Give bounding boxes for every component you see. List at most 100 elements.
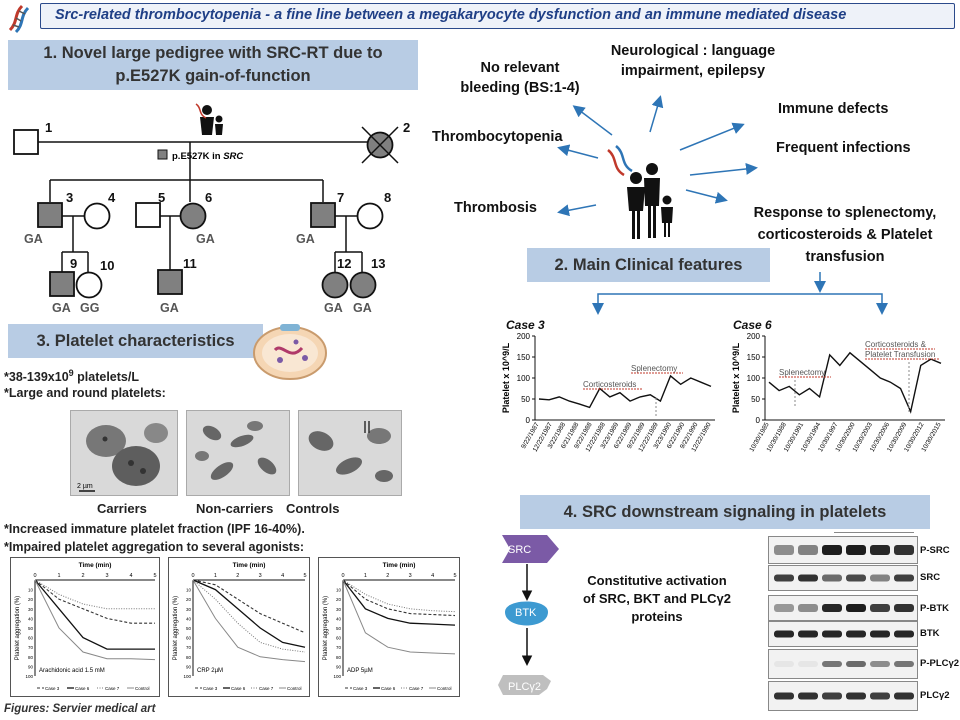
- case6-annotation: Platelet Transfusion: [865, 350, 935, 359]
- agg-aa-agonist-label: Arachidonic acid 1.5 mM: [39, 668, 105, 674]
- blot-label-src: SRC: [920, 572, 941, 583]
- blot-band: [846, 545, 866, 555]
- blot-band: [774, 692, 794, 700]
- blot-label-btk: BTK: [920, 628, 940, 639]
- agg-adp-series-2: [342, 579, 456, 613]
- agg-aa-legend-label: Case 7: [105, 686, 120, 691]
- section2-heading: 2. Main Clinical features: [527, 248, 770, 282]
- case3-ytick-label: 50: [521, 395, 530, 404]
- agg-aa-xtick-label: 0: [33, 573, 36, 579]
- individual-10-genotype: GG: [80, 301, 99, 315]
- feature-immune: Immune defects: [778, 101, 889, 117]
- individual-7-genotype: GA: [296, 232, 315, 246]
- agg-aa-ytick-label: 30: [28, 607, 34, 612]
- platelet-count-suffix: platelets/L: [73, 370, 139, 385]
- agg-adp-agonist-label: ADP 5µM: [347, 668, 373, 674]
- individual-11: [157, 269, 183, 295]
- blot-band: [798, 630, 818, 638]
- agg-adp-legend-label: Case 7: [409, 686, 424, 691]
- agg-adp-ytick-label: 10: [336, 588, 342, 593]
- feature-neuro-line1: Neurological : language: [610, 43, 776, 59]
- micrograph-carriers: 2 µm: [70, 410, 178, 496]
- feature-response-line3: transfusion: [805, 249, 885, 265]
- individual-3: [37, 202, 63, 228]
- individual-7-id: 7: [337, 190, 344, 205]
- agg-aa-ytick-label: 90: [28, 664, 34, 669]
- agg-adp-ytick-label: 100: [333, 674, 341, 679]
- footer-credit: Figures: Servier medical art: [4, 703, 156, 715]
- feature-thrombosis: Thrombosis: [454, 200, 537, 216]
- individual-9-id: 9: [70, 256, 77, 271]
- agg-crp-ylabel: Platelet aggregation (%): [173, 596, 179, 660]
- agg-adp-legend-label: Control: [437, 686, 452, 691]
- case6-annotation: Corticosteroids &: [865, 340, 927, 349]
- agg-aa-xtick-label: 3: [105, 573, 108, 579]
- blot-row-p-plcg2: [768, 649, 918, 679]
- individual-10: [75, 271, 103, 299]
- agg-crp-legend-label: Case 7: [259, 686, 274, 691]
- individual-1: [13, 129, 39, 155]
- agg-aa-series-3: [34, 579, 156, 661]
- blot-band: [798, 604, 818, 612]
- blot-band: [822, 604, 842, 612]
- feature-neurological: Neurological : language impairment, epil…: [598, 41, 788, 81]
- individual-9-genotype: GA: [52, 301, 71, 315]
- individual-4: [83, 202, 111, 230]
- feature-no-bleeding: No relevant bleeding (BS:1-4): [445, 58, 595, 98]
- micro-label-controls: Controls: [286, 501, 340, 516]
- agg-aa-series-1: [34, 579, 155, 650]
- micrograph-controls: [298, 410, 402, 496]
- agg-aa-xtick-label: 1: [57, 573, 60, 579]
- family-center-icon: [607, 145, 673, 239]
- blot-band: [870, 630, 890, 638]
- platelet-count-sup: 9: [68, 368, 74, 378]
- western-blot: P-SRC SRC P-BTK BTK P-PLCγ2 PLCγ2: [764, 532, 960, 717]
- individual-12-genotype: GA: [324, 301, 343, 315]
- blot-band: [846, 661, 866, 667]
- individual-6: [179, 202, 207, 230]
- agg-crp-legend-label: Control: [287, 686, 302, 691]
- feature-no-bleeding-line1: No relevant: [480, 60, 560, 76]
- case3-annotation: Splenectomy: [631, 364, 677, 373]
- chart-connector: [592, 272, 888, 315]
- pathway-btk-label: BTK: [515, 607, 537, 619]
- page-title: Src-related thrombocytopenia - a fine li…: [40, 3, 955, 29]
- individual-13-id: 13: [371, 256, 385, 271]
- case6-title: Case 6: [733, 318, 772, 332]
- micrograph-non-carriers: [186, 410, 290, 496]
- blot-band: [798, 692, 818, 700]
- activation-statement-line1: Constitutive activation: [587, 573, 727, 588]
- agg-adp-ylabel: Platelet aggregation (%): [323, 596, 329, 660]
- agg-crp-series-1: [192, 579, 306, 648]
- individual-10-id: 10: [100, 258, 114, 273]
- agg-aa-title: Time (min): [79, 562, 112, 569]
- blot-band: [894, 692, 914, 700]
- case6-series-line: [768, 351, 942, 414]
- blot-band: [774, 661, 794, 667]
- agg-aa-series-2: [34, 579, 155, 610]
- feature-neuro-line2: impairment, epilepsy: [620, 63, 766, 79]
- agg-crp-series-0: [192, 579, 306, 634]
- agg-crp-title: Time (min): [233, 562, 266, 569]
- section1-heading-line2: p.E527K gain-of-function: [115, 67, 311, 85]
- case3-annotation: Corticosteroids: [583, 380, 636, 389]
- clinical-arrows: [557, 95, 758, 239]
- case3-ytick-label: 200: [517, 332, 531, 341]
- individual-6-genotype: GA: [196, 232, 215, 246]
- agg-adp-xtick-label: 1: [364, 573, 367, 579]
- individual-13-genotype: GA: [353, 301, 372, 315]
- agg-crp-xtick-label: 2: [236, 573, 239, 579]
- agg-crp-ytick-label: 20: [186, 597, 192, 602]
- agg-adp-ytick-label: 30: [336, 607, 342, 612]
- agg-adp-ytick-label: 60: [336, 636, 342, 641]
- platelet-shape-text: *Large and round platelets:: [4, 386, 166, 400]
- signaling-pathway: SRC BTK PLCγ2: [498, 535, 559, 695]
- blot-band: [774, 545, 794, 555]
- agg-crp-ytick-label: 40: [186, 616, 192, 621]
- micro-label-non-carriers: Non-carriers: [196, 501, 274, 516]
- agg-crp-legend-label: Case 6: [231, 686, 246, 691]
- blot-band: [774, 604, 794, 612]
- blot-band: [894, 545, 914, 555]
- platelet-count: *38-139x109 platelets/L: [4, 368, 139, 384]
